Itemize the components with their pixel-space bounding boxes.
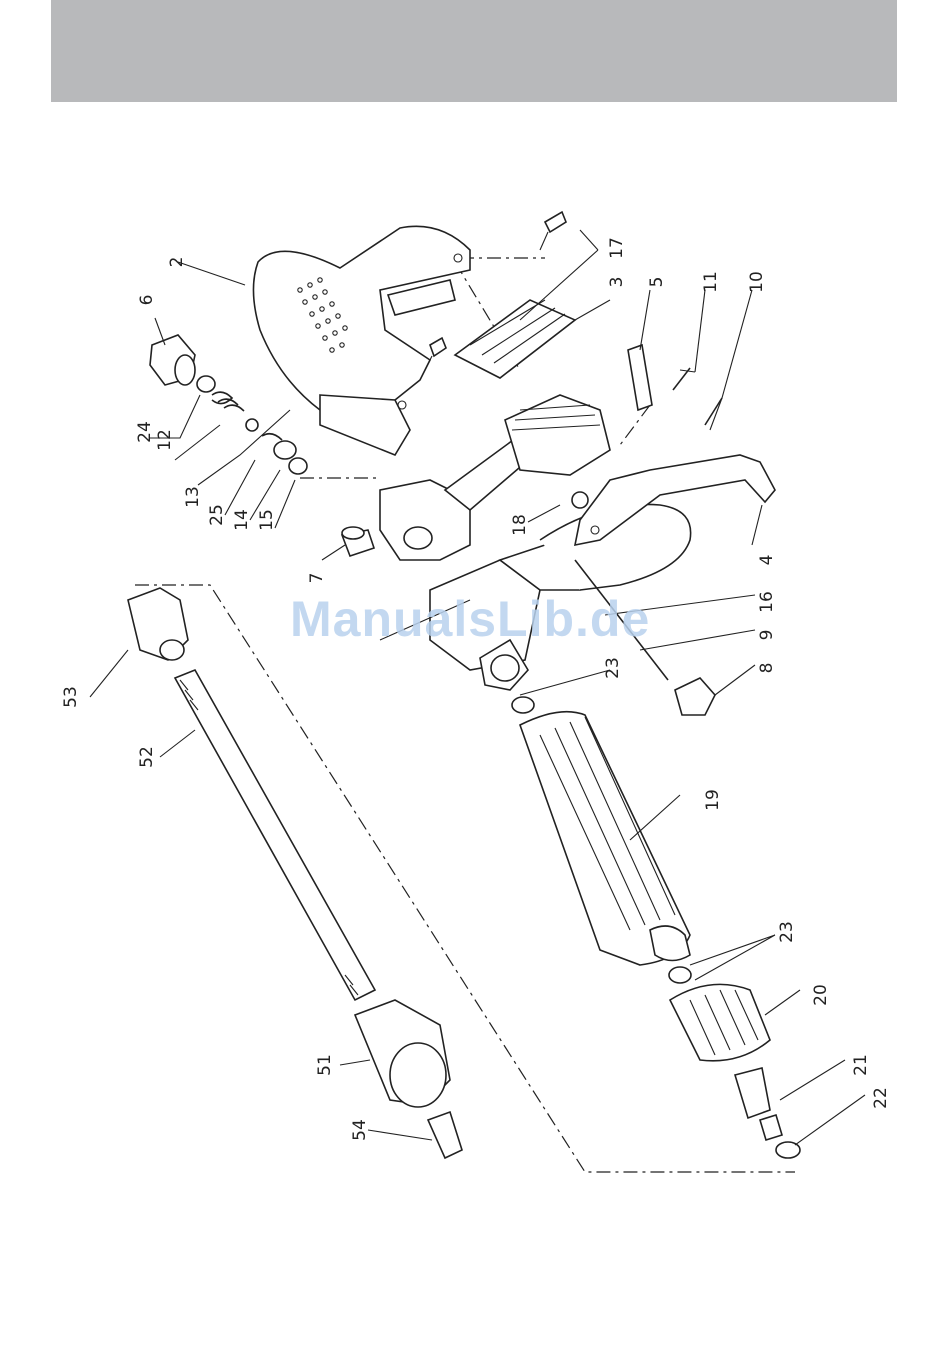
label-part-9: 9 <box>757 630 777 641</box>
label-part-8: 8 <box>757 663 777 674</box>
label-part-12: 12 <box>155 429 175 451</box>
label-part-51: 51 <box>315 1054 335 1076</box>
label-part-23-upper: 23 <box>603 657 623 679</box>
label-part-15: 15 <box>257 509 277 531</box>
label-part-10: 10 <box>747 271 767 293</box>
label-part-17: 17 <box>607 237 627 259</box>
label-part-53: 53 <box>61 686 81 708</box>
label-part-19: 19 <box>703 789 723 811</box>
label-part-3: 3 <box>607 277 627 288</box>
pin-parts <box>628 345 722 430</box>
part-3-wedge <box>455 300 575 378</box>
label-part-7: 7 <box>307 573 327 584</box>
label-part-20: 20 <box>811 984 831 1006</box>
label-part-13: 13 <box>183 486 203 508</box>
label-part-14: 14 <box>232 509 252 531</box>
label-part-25: 25 <box>207 504 227 526</box>
watermark: ManualsLib.de <box>290 590 650 648</box>
label-part-5: 5 <box>647 277 667 288</box>
label-part-52: 52 <box>137 746 157 768</box>
label-part-21: 21 <box>851 1054 871 1076</box>
label-part-22: 22 <box>871 1087 891 1109</box>
label-part-2: 2 <box>167 257 187 268</box>
label-part-11: 11 <box>701 271 721 293</box>
label-part-18: 18 <box>510 514 530 536</box>
label-part-54: 54 <box>350 1119 370 1141</box>
lance-assembly <box>128 588 462 1158</box>
label-part-23-lower: 23 <box>777 921 797 943</box>
label-part-24: 24 <box>135 421 155 443</box>
label-part-6: 6 <box>137 295 157 306</box>
lower-fittings <box>669 967 800 1158</box>
label-part-4: 4 <box>757 555 777 566</box>
part-19-grip-tube <box>520 712 690 965</box>
label-part-16: 16 <box>757 591 777 613</box>
